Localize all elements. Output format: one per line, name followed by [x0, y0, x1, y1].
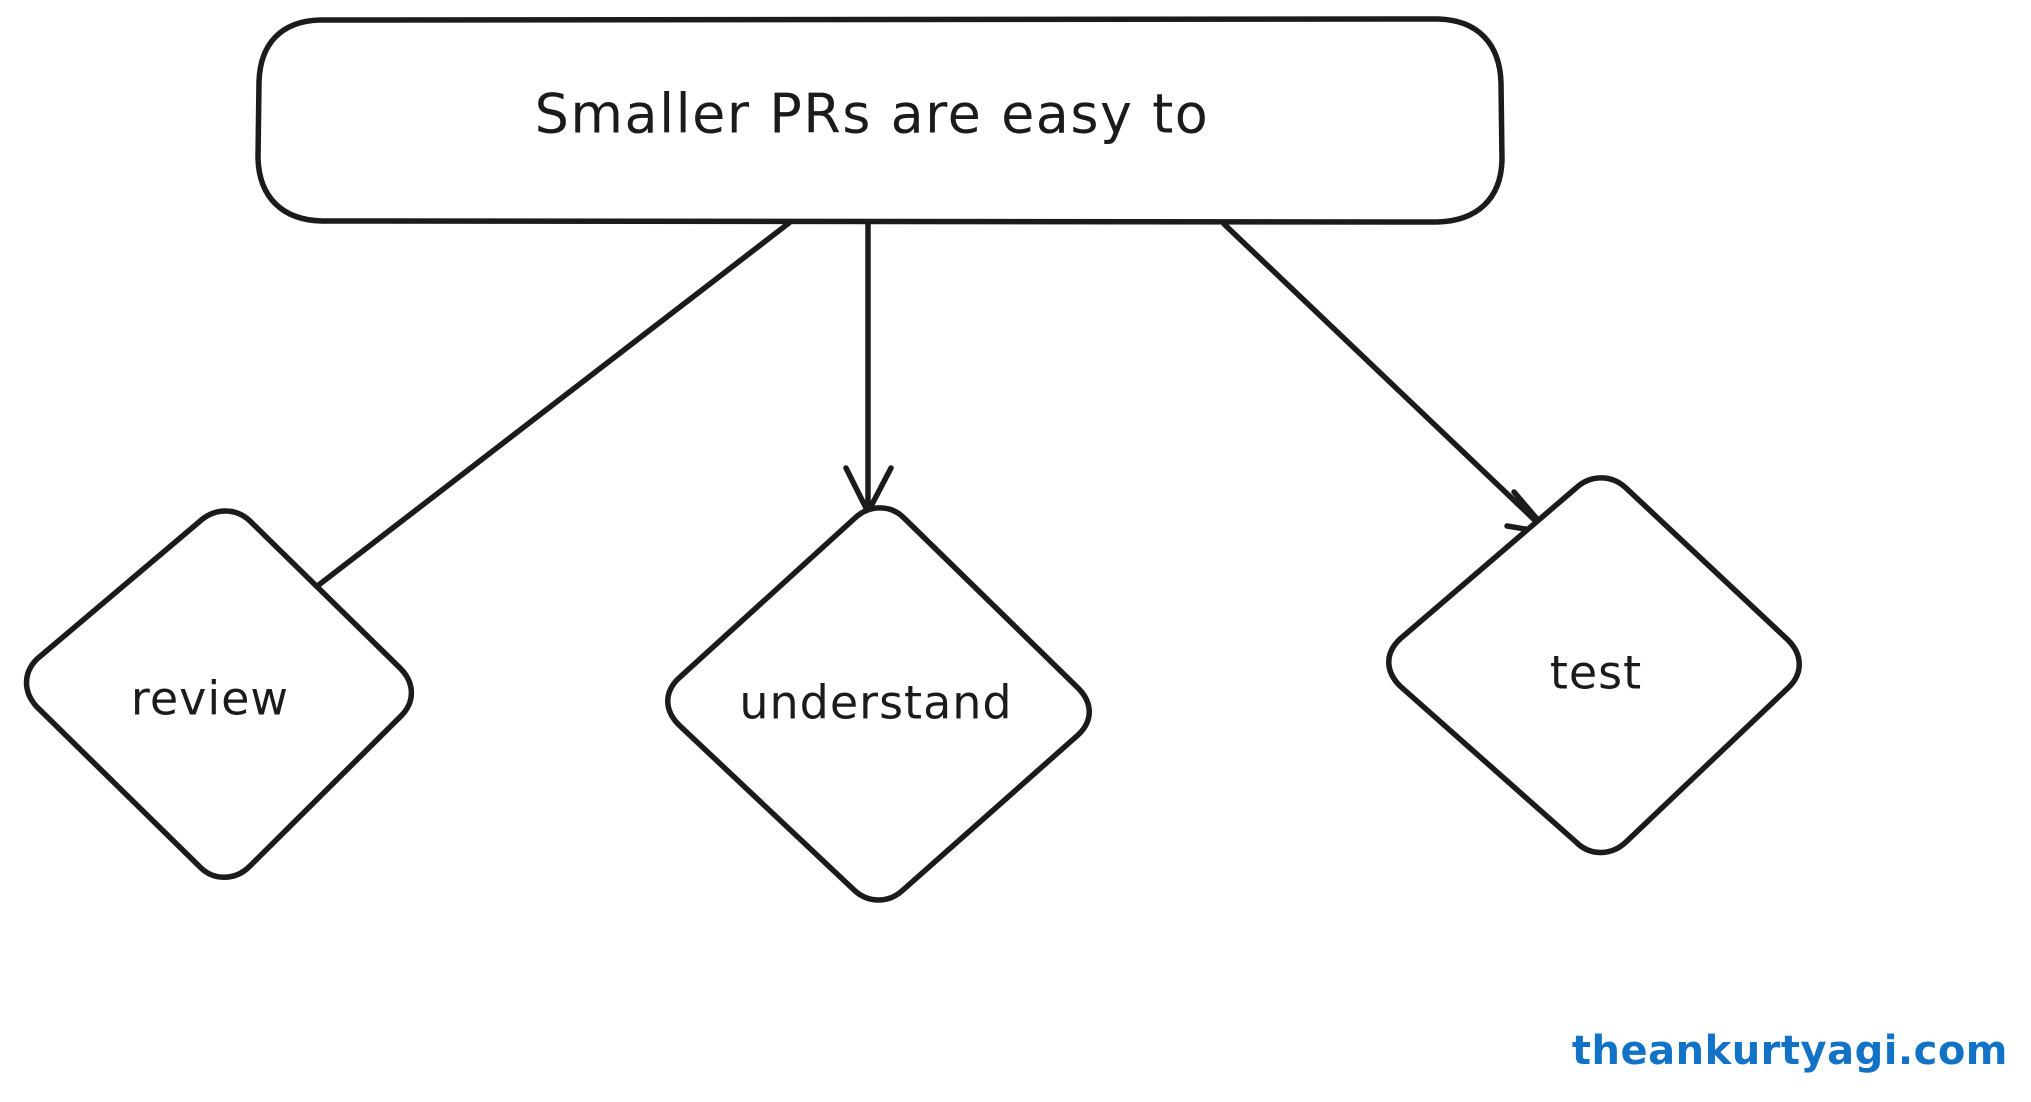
node-understand[interactable]: understand	[665, 505, 1092, 903]
edge-root-to-understand-arrowhead	[843, 465, 894, 515]
root-node-label: Smaller PRs are easy to	[535, 83, 1210, 146]
edge-root-to-test-line	[1221, 221, 1546, 531]
test-node-label: test	[1550, 646, 1642, 700]
review-node-shape	[23, 508, 415, 880]
edge-root-to-test[interactable]	[1221, 221, 1552, 536]
understand-node-label: understand	[739, 676, 1012, 730]
node-test[interactable]: test	[1386, 475, 1802, 856]
edge-root-to-review[interactable]	[259, 220, 792, 631]
node-root[interactable]: Smaller PRs are easy to	[255, 16, 1505, 225]
understand-node-shape	[665, 505, 1092, 903]
watermark-link[interactable]: theankurtyagi.com	[1572, 1028, 2008, 1074]
review-node-label: review	[131, 672, 289, 726]
edge-root-to-review-line	[265, 220, 792, 627]
root-node-shape	[255, 16, 1505, 225]
node-review[interactable]: review	[23, 508, 415, 880]
test-node-shape	[1386, 475, 1802, 856]
edge-root-to-understand[interactable]	[843, 221, 894, 515]
